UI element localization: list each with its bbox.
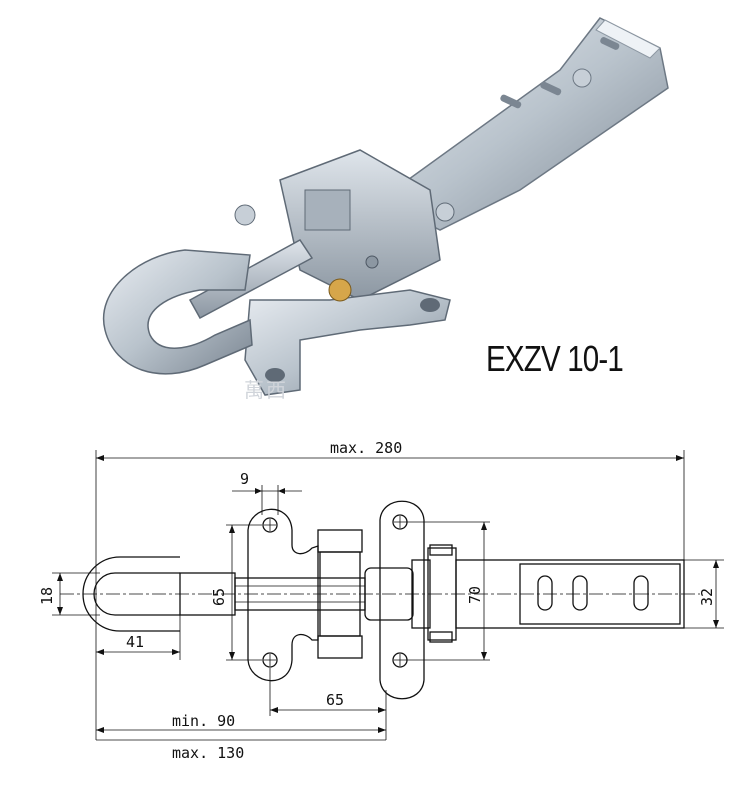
lever-block [364, 567, 414, 621]
tension-rod [188, 239, 314, 320]
loop-outline [82, 556, 180, 632]
watermark: 萬西 [244, 378, 288, 402]
dim-base-spacing: 65 [326, 691, 344, 709]
left-plate [247, 508, 319, 682]
dim-handle-width: 32 [698, 588, 716, 606]
right-plate [379, 500, 425, 700]
model-name: EXZV 10-1 [486, 338, 624, 379]
base-plate [244, 289, 451, 396]
dim-min-reach: min. 90 [172, 712, 235, 730]
loop-shackle [102, 249, 253, 375]
lever-housing [279, 149, 441, 301]
product-photo [102, 17, 669, 396]
technical-drawing: max. 280 9 18 41 65 65 70 32 min. 90 max… [38, 439, 724, 762]
dim-hole-span-left: 65 [210, 588, 228, 606]
handle-outline [455, 559, 685, 629]
handle-arm [378, 17, 669, 231]
dim-ring-width: 18 [38, 587, 56, 605]
dim-slot-width: 9 [240, 470, 249, 488]
dim-ring-length: 41 [126, 633, 144, 651]
dim-max-length: max. 280 [330, 439, 402, 457]
dim-max-reach: max. 130 [172, 744, 244, 762]
dim-hole-span-right: 70 [466, 586, 484, 604]
